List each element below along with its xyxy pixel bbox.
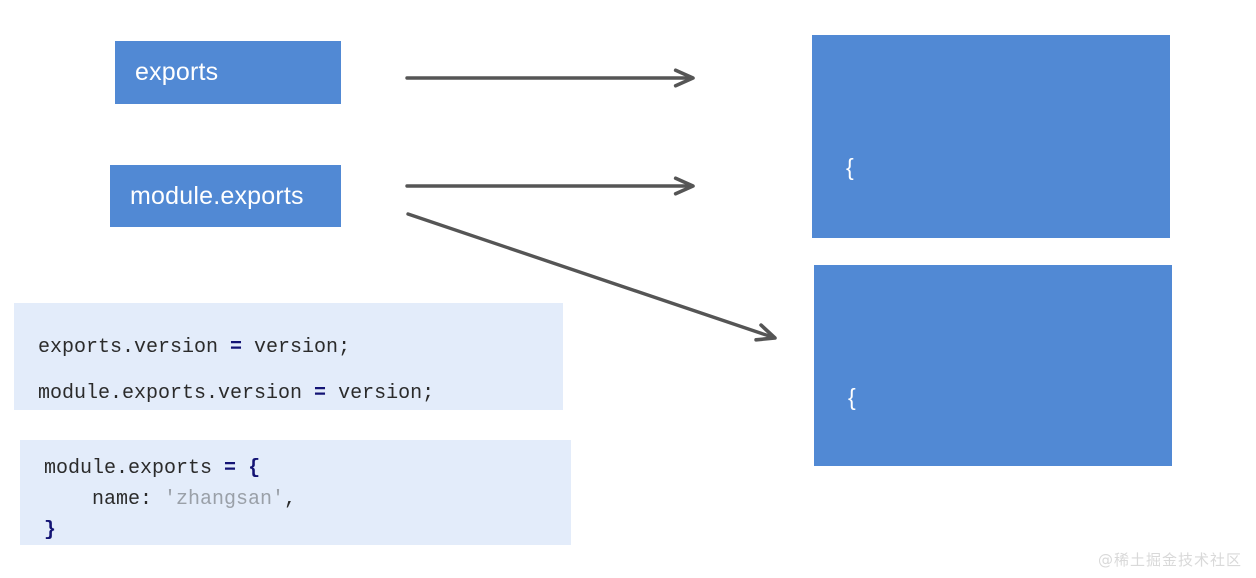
- code-line: exports.version = version;: [38, 325, 563, 371]
- code-text: module.exports.version: [38, 382, 315, 405]
- label-box-exports: exports: [115, 41, 341, 104]
- label-box-module-exports-text: module.exports: [130, 181, 304, 210]
- code-line: name: 'zhangsan',: [44, 484, 571, 515]
- code-punctuation: }: [44, 519, 57, 542]
- code-line: module.exports.version = version;: [38, 371, 563, 417]
- object-line-open-brace: {: [846, 154, 854, 180]
- code-punctuation: {: [248, 457, 261, 480]
- code-text: exports.version: [38, 336, 231, 359]
- arrow-head-icon: [754, 323, 777, 342]
- label-box-module-exports: module.exports: [110, 165, 341, 227]
- code-line: }: [44, 515, 571, 546]
- code-line: module.exports = {: [44, 453, 571, 484]
- code-text: module.exports: [44, 457, 225, 480]
- arrows-group: [405, 68, 777, 342]
- watermark: @稀土掘金技术社区: [1097, 551, 1242, 569]
- code-text: ,: [284, 488, 297, 511]
- code-operator: =: [230, 336, 243, 359]
- code-block-assignments: exports.version = version; module.exports…: [14, 303, 563, 410]
- code-text: [236, 457, 248, 480]
- code-operator: =: [314, 382, 327, 405]
- arrow-head-icon: [673, 68, 695, 88]
- object-box-person: { name: ‘lisi’ , age: 50 }: [814, 265, 1172, 542]
- object-line-close-brace: }: [846, 550, 854, 576]
- code-text: name:: [44, 488, 165, 511]
- code-string: 'zhangsan': [164, 488, 285, 511]
- label-box-exports-text: exports: [135, 58, 219, 86]
- object-line-open-brace: {: [848, 384, 856, 410]
- object-line-name: name: ‘lisi’ ,: [876, 516, 1005, 542]
- code-block-module-exports-object: module.exports = { name: 'zhangsan',}: [20, 440, 571, 545]
- code-operator: =: [224, 457, 237, 480]
- code-text: version;: [326, 382, 435, 405]
- object-box-version: { version: 1.0, sayHi: sayHi }: [812, 35, 1170, 576]
- arrow-head-icon: [673, 176, 695, 196]
- code-text: version;: [242, 336, 351, 359]
